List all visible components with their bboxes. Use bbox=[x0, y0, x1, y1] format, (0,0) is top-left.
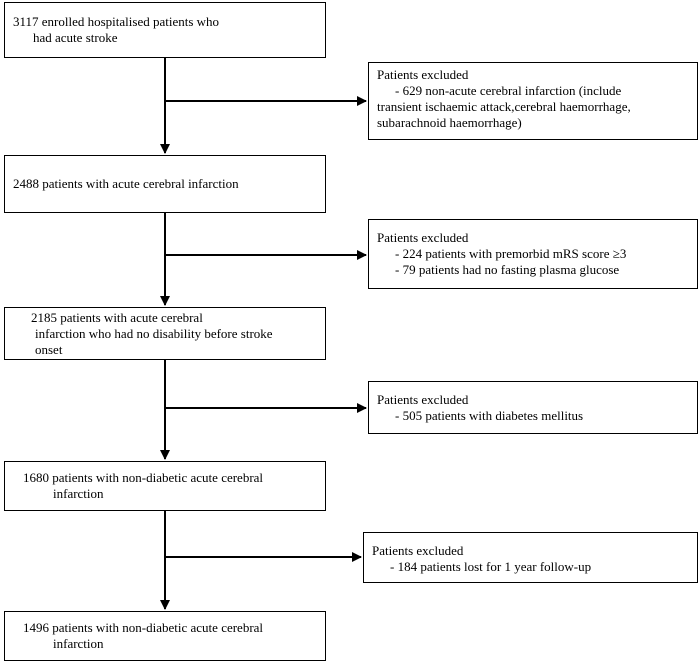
main-box-line: 1496 patients with non-diabetic acute ce… bbox=[23, 620, 264, 635]
main-box-enrolled-text: 3117 enrolled hospitalised patients who … bbox=[13, 14, 219, 46]
main-box-no-disability: 2185 patients with acute cerebral infarc… bbox=[4, 307, 326, 360]
main-box-final-cohort: 1496 patients with non-diabetic acute ce… bbox=[4, 611, 326, 661]
main-box-line: 3117 enrolled hospitalised patients who bbox=[13, 14, 220, 29]
main-box-line: onset bbox=[35, 341, 63, 357]
main-box-acute-infarction-text: 2488 patients with acute cerebral infarc… bbox=[13, 176, 239, 192]
main-box-final-cohort-text: 1496 patients with non-diabetic acute ce… bbox=[13, 620, 263, 652]
main-box-no-disability-text: 2185 patients with acute cerebral infarc… bbox=[13, 310, 273, 358]
exclusion-header: Patients excluded bbox=[377, 67, 469, 82]
exclusion-header: Patients excluded bbox=[377, 392, 469, 407]
exclusion-box-mrs-glucose: Patients excluded - 224 patients with pr… bbox=[368, 219, 698, 289]
main-box-line: 2488 patients with acute cerebral infarc… bbox=[13, 176, 239, 191]
exclusion-box-non-acute: Patients excluded - 629 non-acute cerebr… bbox=[368, 62, 698, 140]
exclusion-item: - 505 patients with diabetes mellitus bbox=[395, 408, 584, 423]
exclusion-item: - 184 patients lost for 1 year follow-up bbox=[390, 559, 592, 574]
exclusion-item: subarachnoid haemorrhage) bbox=[377, 115, 522, 130]
main-box-non-diabetic-text: 1680 patients with non-diabetic acute ce… bbox=[13, 470, 263, 502]
exclusion-item: - 224 patients with premorbid mRS score … bbox=[395, 246, 627, 261]
exclusion-header: Patients excluded bbox=[377, 230, 469, 245]
exclusion-header: Patients excluded bbox=[372, 543, 464, 558]
main-box-non-diabetic: 1680 patients with non-diabetic acute ce… bbox=[4, 461, 326, 511]
exclusion-item: - 629 non-acute cerebral infarction (inc… bbox=[395, 83, 622, 98]
exclusion-box-diabetes: Patients excluded - 505 patients with di… bbox=[368, 381, 698, 434]
main-box-line: infarction bbox=[53, 486, 104, 501]
main-box-enrolled: 3117 enrolled hospitalised patients who … bbox=[4, 2, 326, 58]
main-box-line: infarction bbox=[53, 636, 104, 651]
main-box-line: infarction who had no disability before … bbox=[35, 325, 273, 341]
exclusion-box-lost-follow-up: Patients excluded - 184 patients lost fo… bbox=[363, 532, 698, 583]
main-box-acute-infarction: 2488 patients with acute cerebral infarc… bbox=[4, 155, 326, 213]
exclusion-item: transient ischaemic attack,cerebral haem… bbox=[377, 99, 631, 114]
main-box-line: 2185 patients with acute cerebral bbox=[31, 309, 203, 325]
main-box-line: 1680 patients with non-diabetic acute ce… bbox=[23, 470, 264, 485]
main-box-line: had acute stroke bbox=[33, 30, 118, 45]
exclusion-item: - 79 patients had no fasting plasma gluc… bbox=[395, 262, 620, 277]
